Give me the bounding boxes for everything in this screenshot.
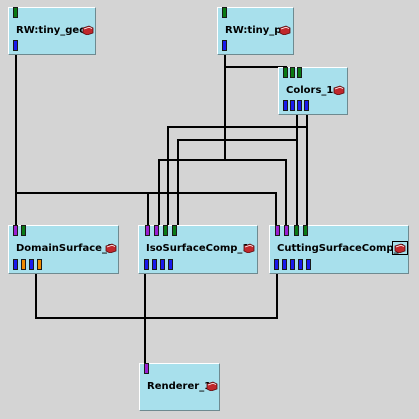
input-port-data[interactable] — [283, 67, 288, 78]
module-title: RW:tiny_geo — [16, 25, 87, 36]
output-port-geometry[interactable] — [282, 259, 287, 270]
module-title: Renderer_1 — [147, 381, 212, 392]
output-port-data[interactable] — [222, 40, 227, 51]
input-port-geometry[interactable] — [294, 225, 299, 236]
input-port-render[interactable] — [13, 225, 18, 236]
module-rw-tiny-p[interactable]: RW:tiny_p — [217, 7, 294, 55]
module-title: CuttingSurfaceComp_1 — [277, 243, 406, 254]
wire-colors-to-iso-1 — [167, 114, 308, 227]
output-port-field[interactable] — [37, 259, 42, 270]
output-port-geometry[interactable] — [29, 259, 34, 270]
wire-colors-to-iso-2 — [177, 114, 298, 227]
input-port-geometry[interactable] — [13, 7, 18, 18]
book-icon[interactable] — [279, 25, 291, 35]
input-port-render[interactable] — [154, 225, 159, 236]
module-title: IsoSurfaceComp_1 — [146, 243, 250, 254]
output-port-geometry[interactable] — [13, 259, 18, 270]
wire-geo-to-cutting — [148, 192, 277, 227]
module-renderer-1[interactable]: Renderer_1 — [139, 363, 220, 411]
output-port-geometry[interactable] — [168, 259, 173, 270]
input-port-geometry[interactable] — [172, 225, 177, 236]
output-port-geometry[interactable] — [160, 259, 165, 270]
module-cutting-surface-comp-1[interactable]: CuttingSurfaceComp_1 — [269, 225, 409, 274]
output-port-colormap[interactable] — [290, 100, 295, 111]
book-icon[interactable] — [105, 243, 117, 253]
module-title: RW:tiny_p — [225, 25, 282, 36]
input-port-geometry[interactable] — [303, 225, 308, 236]
input-port-geometry[interactable] — [163, 225, 168, 236]
module-rw-tiny-geo[interactable]: RW:tiny_geo — [8, 7, 96, 55]
input-port-render[interactable] — [145, 225, 150, 236]
wire-geo-to-iso — [16, 192, 149, 227]
output-port-geometry[interactable] — [290, 259, 295, 270]
output-port-geometry[interactable] — [144, 259, 149, 270]
output-port-geometry[interactable] — [152, 259, 157, 270]
wire-cutting-to-renderer — [145, 272, 278, 319]
module-title: Colors_1 — [286, 85, 334, 96]
output-port-geometry[interactable] — [274, 259, 279, 270]
book-icon[interactable] — [243, 243, 255, 253]
book-icon[interactable] — [82, 25, 94, 35]
wire-p-to-cutting — [225, 159, 287, 227]
module-title: DomainSurface_1 — [16, 243, 114, 254]
module-domain-surface-1[interactable]: DomainSurface_1 — [8, 225, 119, 274]
wire-domain-to-renderer — [35, 272, 146, 365]
input-port-data[interactable] — [290, 67, 295, 78]
input-port-geometry[interactable] — [222, 7, 227, 18]
input-port-geometry[interactable] — [21, 225, 26, 236]
input-port-data[interactable] — [297, 67, 302, 78]
book-icon[interactable] — [333, 85, 345, 95]
wire-p-to-colors — [224, 53, 287, 70]
output-port-colormap[interactable] — [304, 100, 309, 111]
book-icon[interactable] — [392, 241, 408, 255]
module-colors-1[interactable]: Colors_1 — [278, 67, 348, 115]
output-port-colormap[interactable] — [297, 100, 302, 111]
output-port-field[interactable] — [21, 259, 26, 270]
wire-p-to-iso — [158, 67, 226, 227]
output-port-colormap[interactable] — [283, 100, 288, 111]
book-icon[interactable] — [206, 381, 218, 391]
output-port-geometry[interactable] — [306, 259, 311, 270]
input-port-render[interactable] — [275, 225, 280, 236]
module-iso-surface-comp-1[interactable]: IsoSurfaceComp_1 — [138, 225, 258, 274]
input-port-render[interactable] — [144, 363, 149, 374]
output-port-geometry[interactable] — [298, 259, 303, 270]
input-port-render[interactable] — [284, 225, 289, 236]
output-port-geometry[interactable] — [13, 40, 18, 51]
